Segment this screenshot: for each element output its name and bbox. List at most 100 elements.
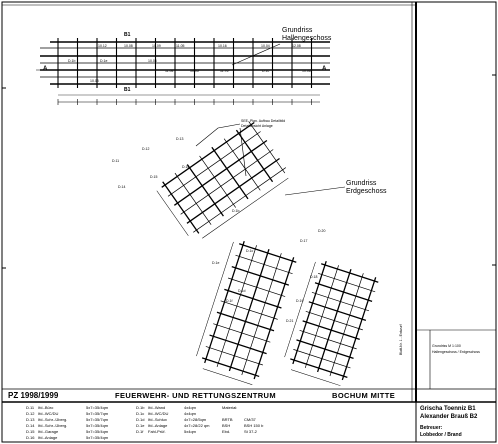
room-label: D.12 — [142, 147, 150, 151]
middle-plan-row — [235, 254, 293, 275]
lower-plan-left — [156, 121, 289, 239]
middle-plan-row — [227, 277, 286, 297]
right-plan-row — [293, 349, 351, 369]
middle-plan-row — [224, 288, 282, 309]
right-plan-row — [308, 301, 367, 321]
author-1: Grischa Toenniz B1 — [420, 406, 476, 412]
left-plan-dimension — [202, 177, 289, 239]
left-plan-col — [211, 146, 249, 200]
room-label: D.1e — [212, 261, 220, 265]
schedule-cell: Ifd.-Garage — [38, 429, 59, 434]
left-plan-row — [186, 157, 280, 224]
room-label: D.18 — [310, 275, 318, 279]
schedule-cell: 4x4qm — [184, 411, 197, 416]
leader-note-line2: Detailansicht Anlage — [241, 124, 273, 128]
room-label: 12.08 — [292, 44, 301, 48]
schedule-cell: Ifd.-Schlux — [148, 417, 167, 422]
schedule-cell: 5x7=35/4qm — [86, 435, 109, 440]
schedule-cell: St 37-2 — [244, 429, 257, 434]
schedule-cell: Ifd.-WC/DU — [148, 411, 169, 416]
axis-mark-a-right: A — [322, 66, 327, 72]
left-plan-col — [248, 121, 286, 174]
room-label: 10.04 — [261, 44, 270, 48]
middle-plan-row — [209, 334, 267, 355]
left-plan-row — [167, 131, 261, 197]
middle-plan-row — [220, 300, 278, 320]
schedule-cell: Ifd.-Anlage — [38, 435, 58, 440]
middle-plan-row — [205, 346, 263, 366]
room-label: 10.08 — [90, 79, 99, 83]
schedule-cell: Ifd.-Wand — [148, 405, 166, 410]
middle-plan-dimension-side — [196, 241, 234, 357]
supervisor-name: Lobbedor / Brand — [420, 432, 462, 438]
leader-line-upper-title — [231, 43, 281, 66]
room-label: 10.05 — [190, 69, 199, 73]
right-plan-row — [290, 358, 348, 379]
project-location: BOCHUM MITTE — [332, 391, 396, 400]
schedule-cell: D.15 — [26, 429, 35, 434]
right-plan-dimension-side — [284, 261, 316, 358]
schedule-cell: Material: — [222, 405, 238, 410]
left-plan-row — [193, 167, 287, 233]
schedule-cell: Ifd.-Schr.-Überg. — [38, 423, 68, 428]
right-plan-row — [317, 272, 376, 293]
right-plan-row — [305, 310, 363, 331]
room-label: D.1c — [246, 249, 254, 253]
room-label: D.21 — [286, 319, 294, 323]
schedule-cell: Ifd.-Schr.-Überg. — [38, 417, 68, 422]
schedule-cell: Ifd.-WC/DU — [38, 411, 59, 416]
schedule-cell: 5x7=35/7qm — [86, 417, 109, 422]
room-label: 10.06 — [302, 69, 311, 73]
room-label: D.1f — [226, 299, 233, 303]
schedule-cell: 5x7=35/4qm — [86, 429, 109, 434]
schedule-cell: 5x7=35/7qm — [86, 411, 109, 416]
left-plan-row — [173, 139, 268, 206]
schedule-cell: BSH — [222, 423, 231, 428]
middle-plan-row — [238, 243, 297, 263]
room-label: D.1d — [238, 289, 246, 293]
upper-floor-plan — [36, 38, 330, 105]
room-label: D.1c — [262, 69, 270, 73]
middle-plan-row — [201, 357, 260, 378]
schedule-cell: 4x7=28/5qm — [184, 417, 207, 422]
schedule-cell: 5x7=35/4qm — [86, 423, 109, 428]
right-plan-row — [320, 263, 379, 283]
schedule-cell: D.11 — [26, 405, 35, 410]
left-plan-col — [199, 155, 236, 208]
schedule-cell: D.14 — [26, 423, 35, 428]
side-strip-vertical: Blatt-Nr. 1 - Entwurf — [399, 324, 403, 355]
schedule-cell: D.12 — [26, 411, 35, 416]
room-label: D.1b — [232, 209, 240, 213]
project-code: PZ 1998/1999 — [8, 391, 59, 400]
schedule-cell: D.1e — [136, 423, 145, 428]
right-plan-row — [302, 320, 360, 340]
left-plan-col — [186, 164, 224, 217]
schedule-cell: D.1c — [136, 411, 145, 416]
room-label: D.17 — [300, 239, 308, 243]
leader-line-lower-title — [284, 186, 346, 196]
supervisor-label: Betreuer: — [420, 425, 443, 431]
right-plan-row — [314, 282, 373, 302]
left-plan-row — [180, 149, 274, 215]
schedule-cell: D.16 — [26, 435, 35, 440]
room-label: 10.12 — [98, 44, 107, 48]
schedule-cell: D.1b — [136, 405, 145, 410]
schedule-cell: 4x4qm — [184, 405, 197, 410]
lower-plan-middle — [196, 240, 297, 385]
room-label: 11.76 — [220, 69, 229, 73]
lower-plan-title-line1: Grundriss — [346, 180, 377, 187]
right-plan-dimension — [290, 369, 341, 386]
axis-mark-a-left: A — [43, 66, 48, 72]
schedule-cell: CM/37 — [244, 417, 256, 422]
schedule-cell: Ebd. — [222, 429, 231, 434]
project-title: FEUERWEHR- UND RETTUNGSZENTRUM — [115, 391, 277, 400]
left-plan-row — [161, 121, 255, 188]
middle-plan-row — [231, 265, 290, 286]
schedule-cell: 5x7=35/4qm — [86, 405, 109, 410]
author-2: Alexander Brauß B2 — [420, 414, 478, 420]
upper-plan-title-line1: Grundriss — [282, 27, 313, 34]
right-plan-row — [299, 330, 357, 350]
upper-plan-title-line2: Hallengeschoss — [282, 35, 332, 42]
